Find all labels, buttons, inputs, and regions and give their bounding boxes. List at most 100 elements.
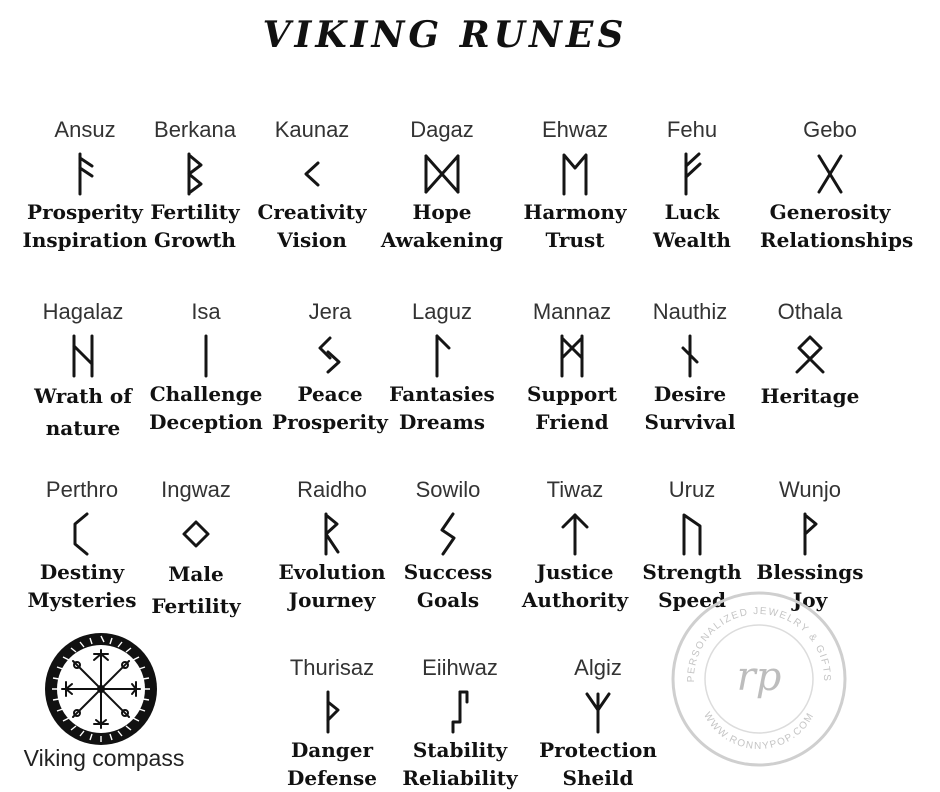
mannaz-rune-icon — [560, 334, 584, 378]
rp-logo-watermark-icon: PERSONALIZED JEWELRY & GIFTS WWW.RONNYPO… — [671, 591, 847, 767]
rune-name: Isa — [191, 299, 221, 324]
page-title: VIKING RUNES — [262, 14, 628, 56]
rune-card-othala: Othala Heritage — [740, 298, 880, 410]
ingwaz-rune-icon — [182, 520, 210, 548]
kaunaz-rune-icon — [304, 161, 320, 187]
rune-name: Hagalaz — [42, 299, 124, 324]
wunjo-rune-icon — [803, 512, 818, 556]
fehu-rune-icon — [684, 152, 702, 196]
thurisaz-rune-icon — [326, 690, 340, 734]
rune-name: Tiwaz — [546, 477, 604, 502]
rune-name: Gebo — [803, 117, 857, 142]
svg-text:rp: rp — [737, 654, 782, 700]
raidho-rune-icon — [324, 512, 340, 556]
rune-name: Ansuz — [54, 117, 116, 142]
compass-label: Viking compass — [23, 745, 185, 771]
svg-text:WWW.RONNYPOP.COM: WWW.RONNYPOP.COM — [701, 710, 817, 752]
rune-name: Jera — [308, 299, 352, 324]
sowilo-rune-icon — [440, 512, 456, 556]
nauthiz-rune-icon — [681, 334, 699, 378]
algiz-rune-icon — [585, 692, 611, 734]
rune-name: Berkana — [154, 117, 236, 142]
rune-name: Dagaz — [410, 117, 474, 142]
rune-name: Laguz — [412, 299, 472, 324]
rune-name: Nauthiz — [652, 299, 728, 324]
rune-name: Perthro — [45, 477, 119, 502]
gebo-rune-icon — [817, 154, 843, 194]
rune-name: Uruz — [668, 477, 716, 502]
rune-name: Wunjo — [779, 477, 841, 502]
rune-name: Mannaz — [532, 299, 612, 324]
jera-rune-icon — [318, 336, 341, 374]
perthro-rune-icon — [73, 512, 89, 556]
vegvisir-compass-icon — [45, 633, 157, 745]
eihwaz-rune-icon — [451, 690, 469, 734]
rune-name: Eiihwaz — [422, 655, 498, 680]
rune-name: Othala — [777, 299, 843, 324]
othala-rune-icon — [795, 335, 825, 374]
rune-name: Fehu — [666, 117, 718, 142]
rune-name: Sowilo — [415, 477, 481, 502]
isa-rune-icon — [204, 334, 208, 378]
rune-name: Algiz — [574, 655, 622, 680]
ehwaz-rune-icon — [562, 153, 588, 196]
rune-name: Kaunaz — [274, 117, 350, 142]
hagalaz-rune-icon — [72, 334, 94, 378]
tiwaz-rune-icon — [561, 513, 589, 556]
rune-name: Thurisaz — [289, 655, 375, 680]
dagaz-rune-icon — [424, 154, 460, 194]
ansuz-rune-icon — [78, 152, 94, 196]
rune-name: Ehwaz — [541, 117, 609, 142]
rune-name: Ingwaz — [161, 477, 231, 502]
rune-meaning: Heritage — [760, 384, 860, 408]
rune-name: Raidho — [297, 477, 367, 502]
uruz-rune-icon — [682, 513, 702, 556]
berkana-rune-icon — [187, 152, 203, 196]
laguz-rune-icon — [435, 334, 451, 378]
